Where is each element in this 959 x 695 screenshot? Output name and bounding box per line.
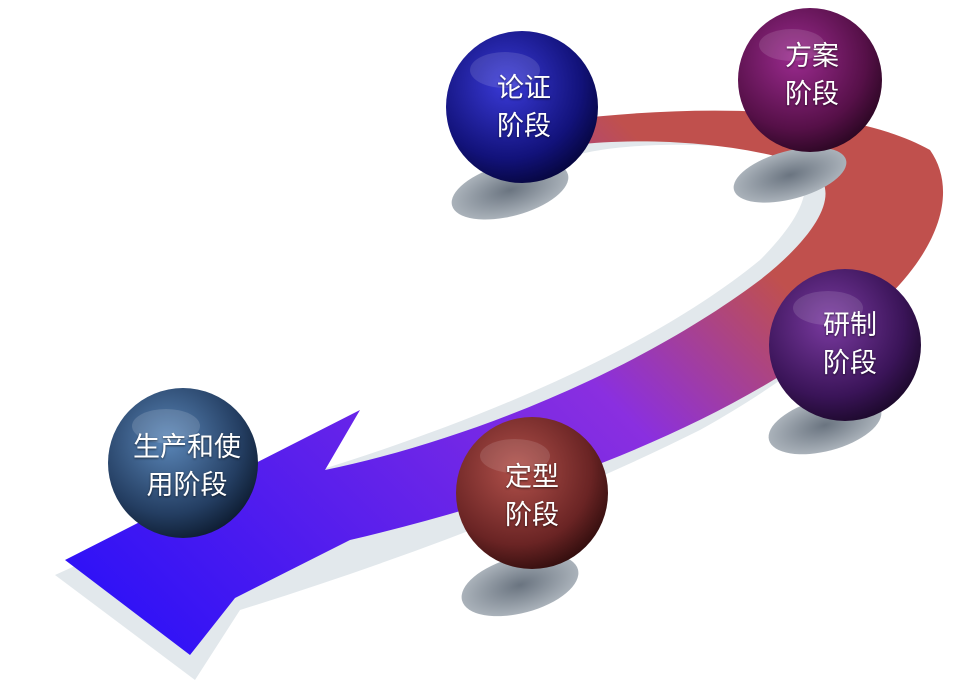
stage-label-yanzhi: 研制 阶段: [823, 310, 877, 379]
stage-node-lunzheng: [446, 31, 598, 183]
stage-node-fangan: [738, 8, 882, 152]
sphere-highlight: [470, 52, 540, 88]
stage-node-yanzhi: [769, 269, 921, 421]
stage-label-fangan: 方案 阶段: [785, 41, 839, 110]
sphere-shadow: [461, 553, 579, 617]
sphere-shadow: [733, 147, 847, 203]
stage-node-dingxing: [456, 417, 608, 569]
sphere-highlight: [793, 291, 863, 325]
sphere-highlight: [759, 29, 825, 61]
stage-node-shengchan: [108, 388, 258, 538]
sphere-highlight: [480, 439, 550, 473]
stage-label-dingxing: 定型 阶段: [505, 462, 559, 531]
process-arrow: [65, 110, 944, 655]
sphere-highlight: [132, 409, 200, 443]
stage-label-lunzheng: 论证 阶段: [497, 73, 551, 142]
stage-label-shengchan: 生产和使 用阶段: [133, 432, 241, 501]
